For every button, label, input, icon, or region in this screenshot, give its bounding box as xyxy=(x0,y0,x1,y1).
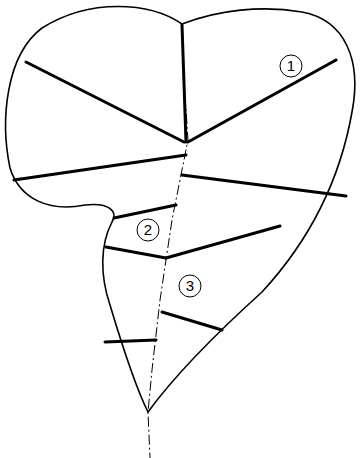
partition-lines xyxy=(14,25,346,342)
leaf-outline xyxy=(6,7,355,413)
callout-number: 1 xyxy=(280,55,302,77)
callout-number: 3 xyxy=(179,275,201,297)
midrib-axis xyxy=(148,24,188,458)
callout-circles xyxy=(137,55,302,297)
callout-number: 2 xyxy=(137,219,159,241)
